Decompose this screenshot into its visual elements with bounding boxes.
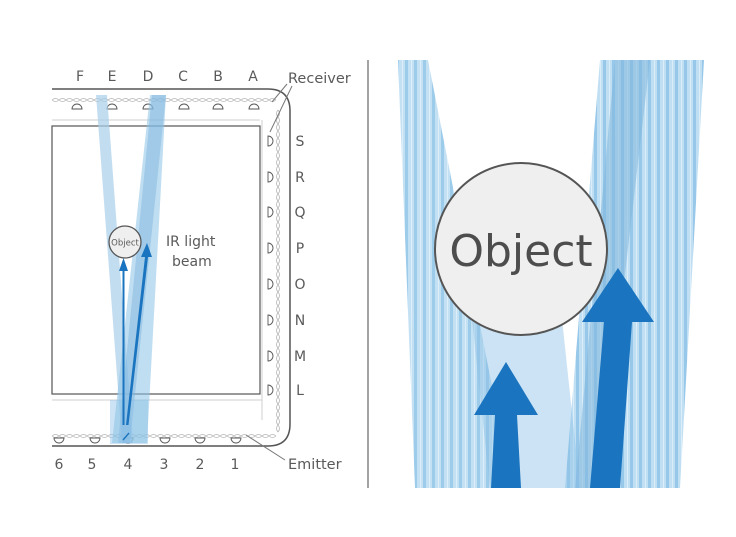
emitter-sensor — [194, 437, 206, 444]
receiver-sensor — [178, 103, 190, 110]
side-letter-N: N — [295, 313, 305, 329]
emitter-sensor — [230, 437, 242, 444]
bottom-number-3: 3 — [160, 457, 169, 473]
side-letter-O: O — [294, 277, 305, 293]
side-letter-S: S — [296, 134, 305, 150]
emitter-leader — [245, 434, 286, 461]
beam-arrow — [126, 243, 152, 425]
side-letter-M: M — [294, 349, 306, 365]
emitter-wave — [51, 434, 277, 438]
beam-label-line1: IR light — [166, 234, 216, 250]
emitter-sensor — [53, 437, 65, 444]
zoom-arrow-right — [582, 268, 654, 488]
side-letter-R: R — [295, 170, 305, 186]
bottom-number-6: 6 — [55, 457, 64, 473]
top-letter-B: B — [213, 69, 223, 85]
side-receiver-sensor — [267, 350, 274, 362]
receiver-leader — [271, 83, 288, 103]
side-receiver-wave — [276, 109, 280, 433]
side-receiver-sensor — [267, 314, 274, 326]
receiver-sensor — [212, 103, 224, 110]
emitter-label: Emitter — [288, 457, 342, 473]
side-receiver-sensor — [267, 206, 274, 218]
bottom-number-row: 6 5 4 3 2 1 — [55, 457, 240, 473]
top-letter-F: F — [76, 69, 84, 85]
zoom-object-label: Object — [449, 226, 592, 277]
receiver-sensor — [248, 103, 260, 110]
side-letter-column: S R Q P O N M L — [294, 134, 306, 399]
emitter-sensor — [89, 437, 101, 444]
bottom-number-2: 2 — [196, 457, 205, 473]
emitter-strip — [51, 434, 277, 444]
bottom-number-4: 4 — [124, 457, 133, 473]
receiver-label: Receiver — [288, 71, 351, 87]
side-letter-L: L — [296, 383, 304, 399]
top-letter-D: D — [143, 69, 154, 85]
zoom-object — [434, 162, 608, 336]
beam-label-line2: beam — [172, 254, 212, 270]
receiver-sensor — [71, 103, 83, 110]
side-receiver-sensor — [267, 171, 274, 183]
touch-object — [108, 225, 142, 259]
right-panel-zoom: Object — [398, 60, 704, 488]
zoom-beam-core — [575, 60, 650, 488]
side-letter-P: P — [296, 241, 304, 257]
object-label: Object — [111, 239, 139, 249]
left-panel: Object IR light beam Receiver Emitter F E… — [51, 69, 351, 473]
emitter-beam-start — [122, 432, 130, 441]
top-letter-A: A — [248, 69, 258, 85]
side-letter-Q: Q — [294, 205, 305, 221]
beam-arrow — [119, 258, 128, 425]
zoom-arrow-left — [474, 362, 538, 488]
emitter-sensor — [159, 437, 171, 444]
side-receiver-sensor — [267, 384, 274, 396]
outer-frame — [52, 88, 291, 447]
side-receiver-sensor — [267, 135, 274, 147]
receiver-leader — [269, 85, 293, 133]
side-receiver-sensor — [267, 242, 274, 254]
top-letter-E: E — [108, 69, 117, 85]
side-receiver-sensor — [267, 278, 274, 290]
ir-beam — [118, 95, 166, 443]
side-receiver-strip — [267, 109, 280, 433]
top-letter-C: C — [178, 69, 188, 85]
receiver-sensor — [106, 103, 118, 110]
bottom-number-1: 1 — [231, 457, 240, 473]
bottom-number-5: 5 — [88, 457, 97, 473]
